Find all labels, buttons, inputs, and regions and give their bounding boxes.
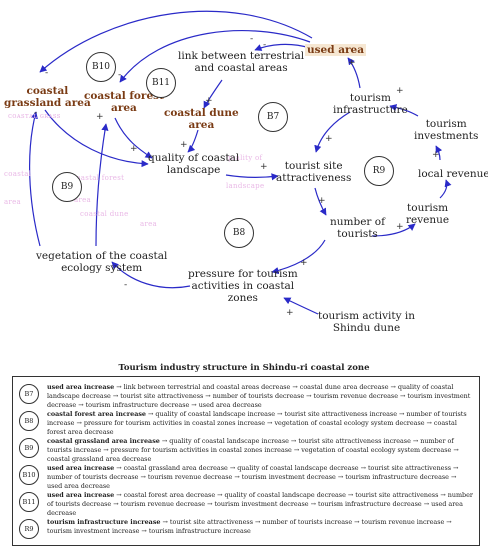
loop-b11-badge: B11 xyxy=(146,68,176,98)
legend-row-b8: B8 coastal forest area increase → qualit… xyxy=(19,410,473,437)
polarity-sign: + xyxy=(286,308,294,318)
causal-loop-diagram: ᴄᴏᴀꜱᴛᴀʟ ɢʀᴀꜱꜱ coastal area coastal fores… xyxy=(4,10,488,334)
arrow-attract-to-tourists xyxy=(314,187,327,216)
polarity-sign: + xyxy=(325,134,333,144)
ghost-text: area xyxy=(140,220,158,228)
arrow-dune-to-quality xyxy=(187,129,199,153)
polarity-sign: - xyxy=(45,68,49,78)
legend-box: B7 used area increase → link between ter… xyxy=(12,376,480,546)
ghost-text: coastal xyxy=(4,170,32,178)
arrow-quality-to-attract xyxy=(225,173,279,181)
loop-badge: B8 xyxy=(19,411,39,431)
polarity-sign: - xyxy=(250,34,254,44)
loop-r9-badge: R9 xyxy=(364,156,394,186)
polarity-sign: - xyxy=(118,70,122,80)
arrow-forest-to-quality xyxy=(114,117,153,159)
ghost-text: landscape xyxy=(226,182,265,190)
arrow-grassland-to-quality xyxy=(44,109,149,168)
arrow-used-to-grassland xyxy=(39,10,313,73)
polarity-sign: + xyxy=(96,112,104,122)
arrow-tourists-to-pressure xyxy=(271,239,326,275)
legend-title: Tourism industry structure in Shindu-ri … xyxy=(118,363,370,373)
loop-badge: B9 xyxy=(19,438,39,458)
arrow-tourists-to-revenue xyxy=(371,223,416,237)
loop-b9-badge: B9 xyxy=(52,172,82,202)
ghost-text: coastal dune xyxy=(80,210,129,218)
polarity-sign: - xyxy=(124,280,128,290)
loop-badge: B7 xyxy=(19,384,39,404)
node-local-revenue: local revenue xyxy=(418,168,488,180)
polarity-sign: - xyxy=(34,108,38,118)
loop-b7-badge: B7 xyxy=(258,102,288,132)
polarity-sign: + xyxy=(205,96,213,106)
ghost-text: coastal forest xyxy=(72,174,125,182)
polarity-sign: + xyxy=(180,140,188,150)
ghost-text: ᴄᴏᴀꜱᴛᴀʟ ɢʀᴀꜱꜱ xyxy=(8,112,61,120)
polarity-sign: + xyxy=(300,258,308,268)
polarity-sign: + xyxy=(260,162,268,172)
ghost-text: area xyxy=(4,198,22,206)
loop-badge: B11 xyxy=(19,492,39,512)
arrow-used-to-forest xyxy=(119,29,311,83)
arrow-used-to-link xyxy=(254,43,311,51)
loop-badge: B10 xyxy=(19,465,39,485)
loop-b10-badge: B10 xyxy=(86,52,116,82)
polarity-sign: + xyxy=(396,222,404,232)
arrow-revenue-to-local xyxy=(439,179,452,199)
arrow-veg-to-forest xyxy=(95,123,109,247)
polarity-sign: + xyxy=(432,150,440,160)
arrow-invest-to-infra xyxy=(389,104,419,117)
legend-row-b9: B9 coastal grassland area increase → qua… xyxy=(19,437,473,464)
polarity-sign: + xyxy=(318,196,326,206)
loop-badge: R9 xyxy=(19,519,39,539)
legend-row-b10: B10 used area increase → coastal grassla… xyxy=(19,464,473,491)
arrow-activity-to-pressure xyxy=(283,297,319,315)
ghost-text: area xyxy=(74,196,92,204)
arrow-link-to-dune xyxy=(203,79,223,109)
polarity-sign: + xyxy=(396,86,404,96)
loop-b8-badge: B8 xyxy=(224,218,254,248)
legend-row-b7: B7 used area increase → link between ter… xyxy=(19,383,473,410)
legend-row-b11: B11 used area increase → coastal forest … xyxy=(19,491,473,518)
polarity-sign: + xyxy=(348,58,356,68)
legend-row-r9: R9 tourism infrastructure increase → tou… xyxy=(19,518,473,539)
polarity-sign: + xyxy=(130,144,138,154)
arrow-veg-to-grassland xyxy=(29,111,41,247)
arrow-infra-to-attract xyxy=(314,111,351,153)
arrow-layer xyxy=(29,10,452,315)
arrow-infra-to-used xyxy=(347,57,361,89)
polarity-sign: - xyxy=(263,40,267,50)
node-used-area: used area xyxy=(305,44,367,56)
arrow-local-to-invest xyxy=(435,145,443,161)
ghost-text: quality of xyxy=(226,154,263,162)
arrow-pressure-to-veg xyxy=(111,261,191,289)
